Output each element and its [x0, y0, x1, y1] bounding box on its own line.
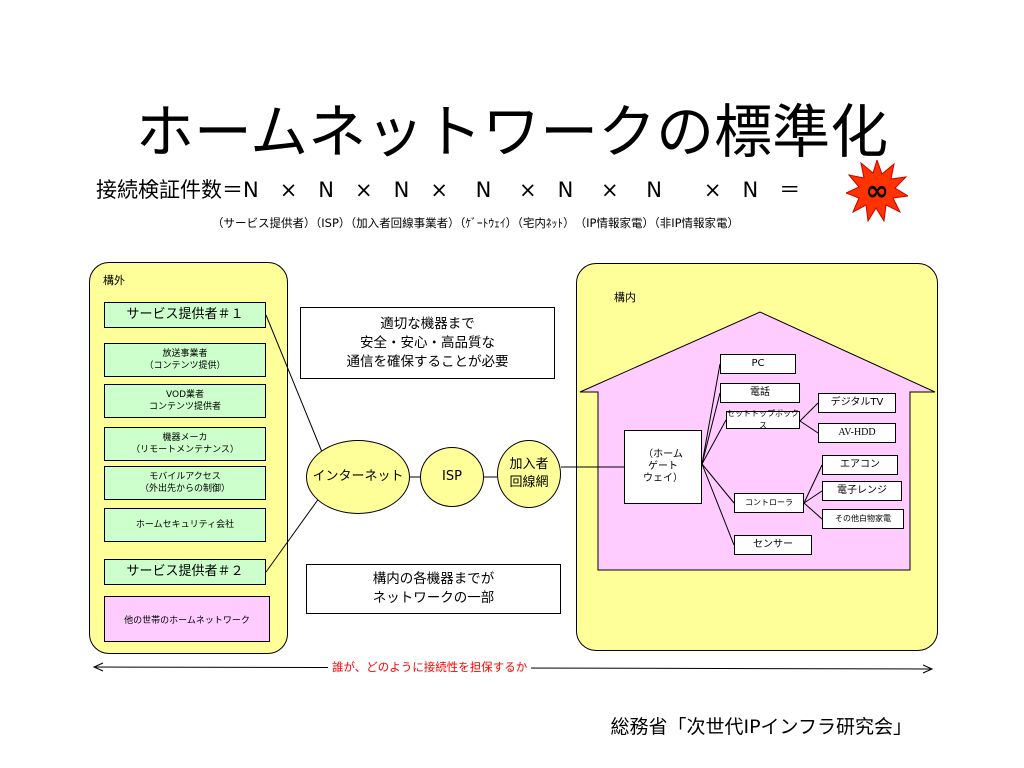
- infinity-symbol: ∞: [865, 174, 888, 207]
- controller-label: コントローラ: [745, 498, 793, 507]
- formula-text: 接続検証件数＝N × N × N × N × N × N × N ＝: [96, 178, 801, 202]
- line-ctrl-other: [803, 502, 823, 520]
- aircon-label: エアコン: [840, 459, 880, 470]
- broadcaster-label: 放送事業者 （コンテンツ提供）: [144, 349, 226, 371]
- line-ctrl-aircon: [803, 464, 823, 504]
- home-security-box: ホームセキュリティ会社: [104, 508, 266, 542]
- internet-oval: インターネット: [306, 440, 410, 514]
- aircon-box: エアコン: [822, 455, 898, 475]
- isp-label: ISP: [442, 469, 462, 484]
- isp-oval: ISP: [420, 447, 484, 507]
- settop-box: セットトップボックス: [726, 409, 800, 430]
- service-provider-2: サービス提供者＃２: [104, 559, 266, 585]
- gateway-box: （ホーム ゲート ウェイ）: [624, 430, 702, 504]
- line-stb-tv: [799, 402, 819, 422]
- phone-label: 電話: [750, 387, 770, 398]
- page-title: ホームネットワークの標準化: [135, 98, 889, 166]
- manufacturer-box: 機器メーカ （リモートメンテナンス）: [104, 427, 266, 461]
- arrow-caption: 誰が、どのように接続性を担保するか: [328, 659, 532, 675]
- other-appliance-label: その他白物家電: [835, 514, 891, 523]
- footer-source: 総務省「次世代IPインフラ研究会」: [610, 716, 913, 738]
- home-security-label: ホームセキュリティ会社: [135, 520, 235, 530]
- service-provider-2-label: サービス提供者＃２: [126, 564, 244, 579]
- sensor-box: センサー: [734, 535, 812, 555]
- gateway-label: （ホーム ゲート ウェイ）: [643, 449, 683, 484]
- other-household-box: 他の世帯のホームネットワーク: [104, 596, 270, 642]
- mobile-access-label: モバイルアクセス （外出先からの制御）: [139, 472, 230, 494]
- burst-star-icon: ∞: [846, 160, 908, 222]
- pc-box: PC: [720, 354, 796, 374]
- line-ctrl-microwave: [803, 490, 823, 504]
- line-sp1-internet: [265, 314, 323, 453]
- line-gw-phone: [701, 392, 721, 465]
- sensor-label: センサー: [753, 539, 793, 550]
- outside-label: 構外: [103, 274, 125, 287]
- av-hdd-label: AV-HDD: [838, 427, 876, 438]
- bottom-arrow-right-head: [922, 664, 934, 674]
- microwave-box: 電子レンジ: [822, 481, 902, 501]
- service-provider-1-label: サービス提供者＃１: [126, 307, 244, 322]
- settop-label: セットトップボックス: [727, 409, 799, 430]
- house-shape: [579, 311, 936, 571]
- other-household-label: 他の世帯のホームネットワーク: [124, 615, 250, 626]
- line-sp2-internet: [265, 493, 323, 573]
- manufacturer-label: 機器メーカ （リモートメンテナンス）: [131, 433, 239, 455]
- av-hdd-box: AV-HDD: [818, 423, 896, 443]
- digital-tv-label: デジタルTV: [830, 397, 884, 408]
- access-network-label: 加入者 回線網: [509, 457, 549, 490]
- line-stb-hdd: [799, 420, 819, 434]
- other-appliance-box: その他白物家電: [822, 509, 904, 529]
- note-top: 適切な機器まで 安全・安心・高品質な 通信を確保することが必要: [300, 307, 555, 379]
- internet-label: インターネット: [312, 469, 404, 484]
- formula-sublabels: （サービス提供者）（ISP）（加入者回線事業者）（ｹﾞｰﾄｳｪｲ）（宅内ﾈｯﾄ）…: [212, 216, 740, 230]
- digital-tv-box: デジタルTV: [818, 393, 896, 413]
- mobile-access-box: モバイルアクセス （外出先からの制御）: [104, 466, 266, 500]
- line-gw-sensor: [701, 463, 735, 546]
- note-top-text: 適切な機器まで 安全・安心・高品質な 通信を確保することが必要: [346, 315, 509, 370]
- burst-star-shape: [846, 160, 908, 222]
- line-gw-pc: [701, 363, 721, 465]
- phone-box: 電話: [720, 383, 800, 403]
- service-provider-1: サービス提供者＃１: [104, 302, 266, 328]
- microwave-label: 電子レンジ: [837, 485, 887, 496]
- inside-label: 構内: [614, 291, 636, 304]
- access-network-oval: 加入者 回線網: [497, 440, 561, 508]
- line-gw-controller: [701, 463, 735, 504]
- broadcaster-box: 放送事業者 （コンテンツ提供）: [104, 343, 266, 377]
- pc-label: PC: [751, 358, 765, 369]
- note-bottom: 構内の各機器までが ネットワークの一部: [306, 564, 561, 614]
- vod-label: VOD業者 コンテンツ提供者: [148, 390, 221, 412]
- note-bottom-text: 構内の各機器までが ネットワークの一部: [372, 571, 495, 606]
- controller-box: コントローラ: [734, 493, 804, 513]
- bottom-arrow-left-head: [92, 662, 104, 672]
- vod-box: VOD業者 コンテンツ提供者: [104, 384, 266, 418]
- line-gw-stb: [701, 419, 727, 465]
